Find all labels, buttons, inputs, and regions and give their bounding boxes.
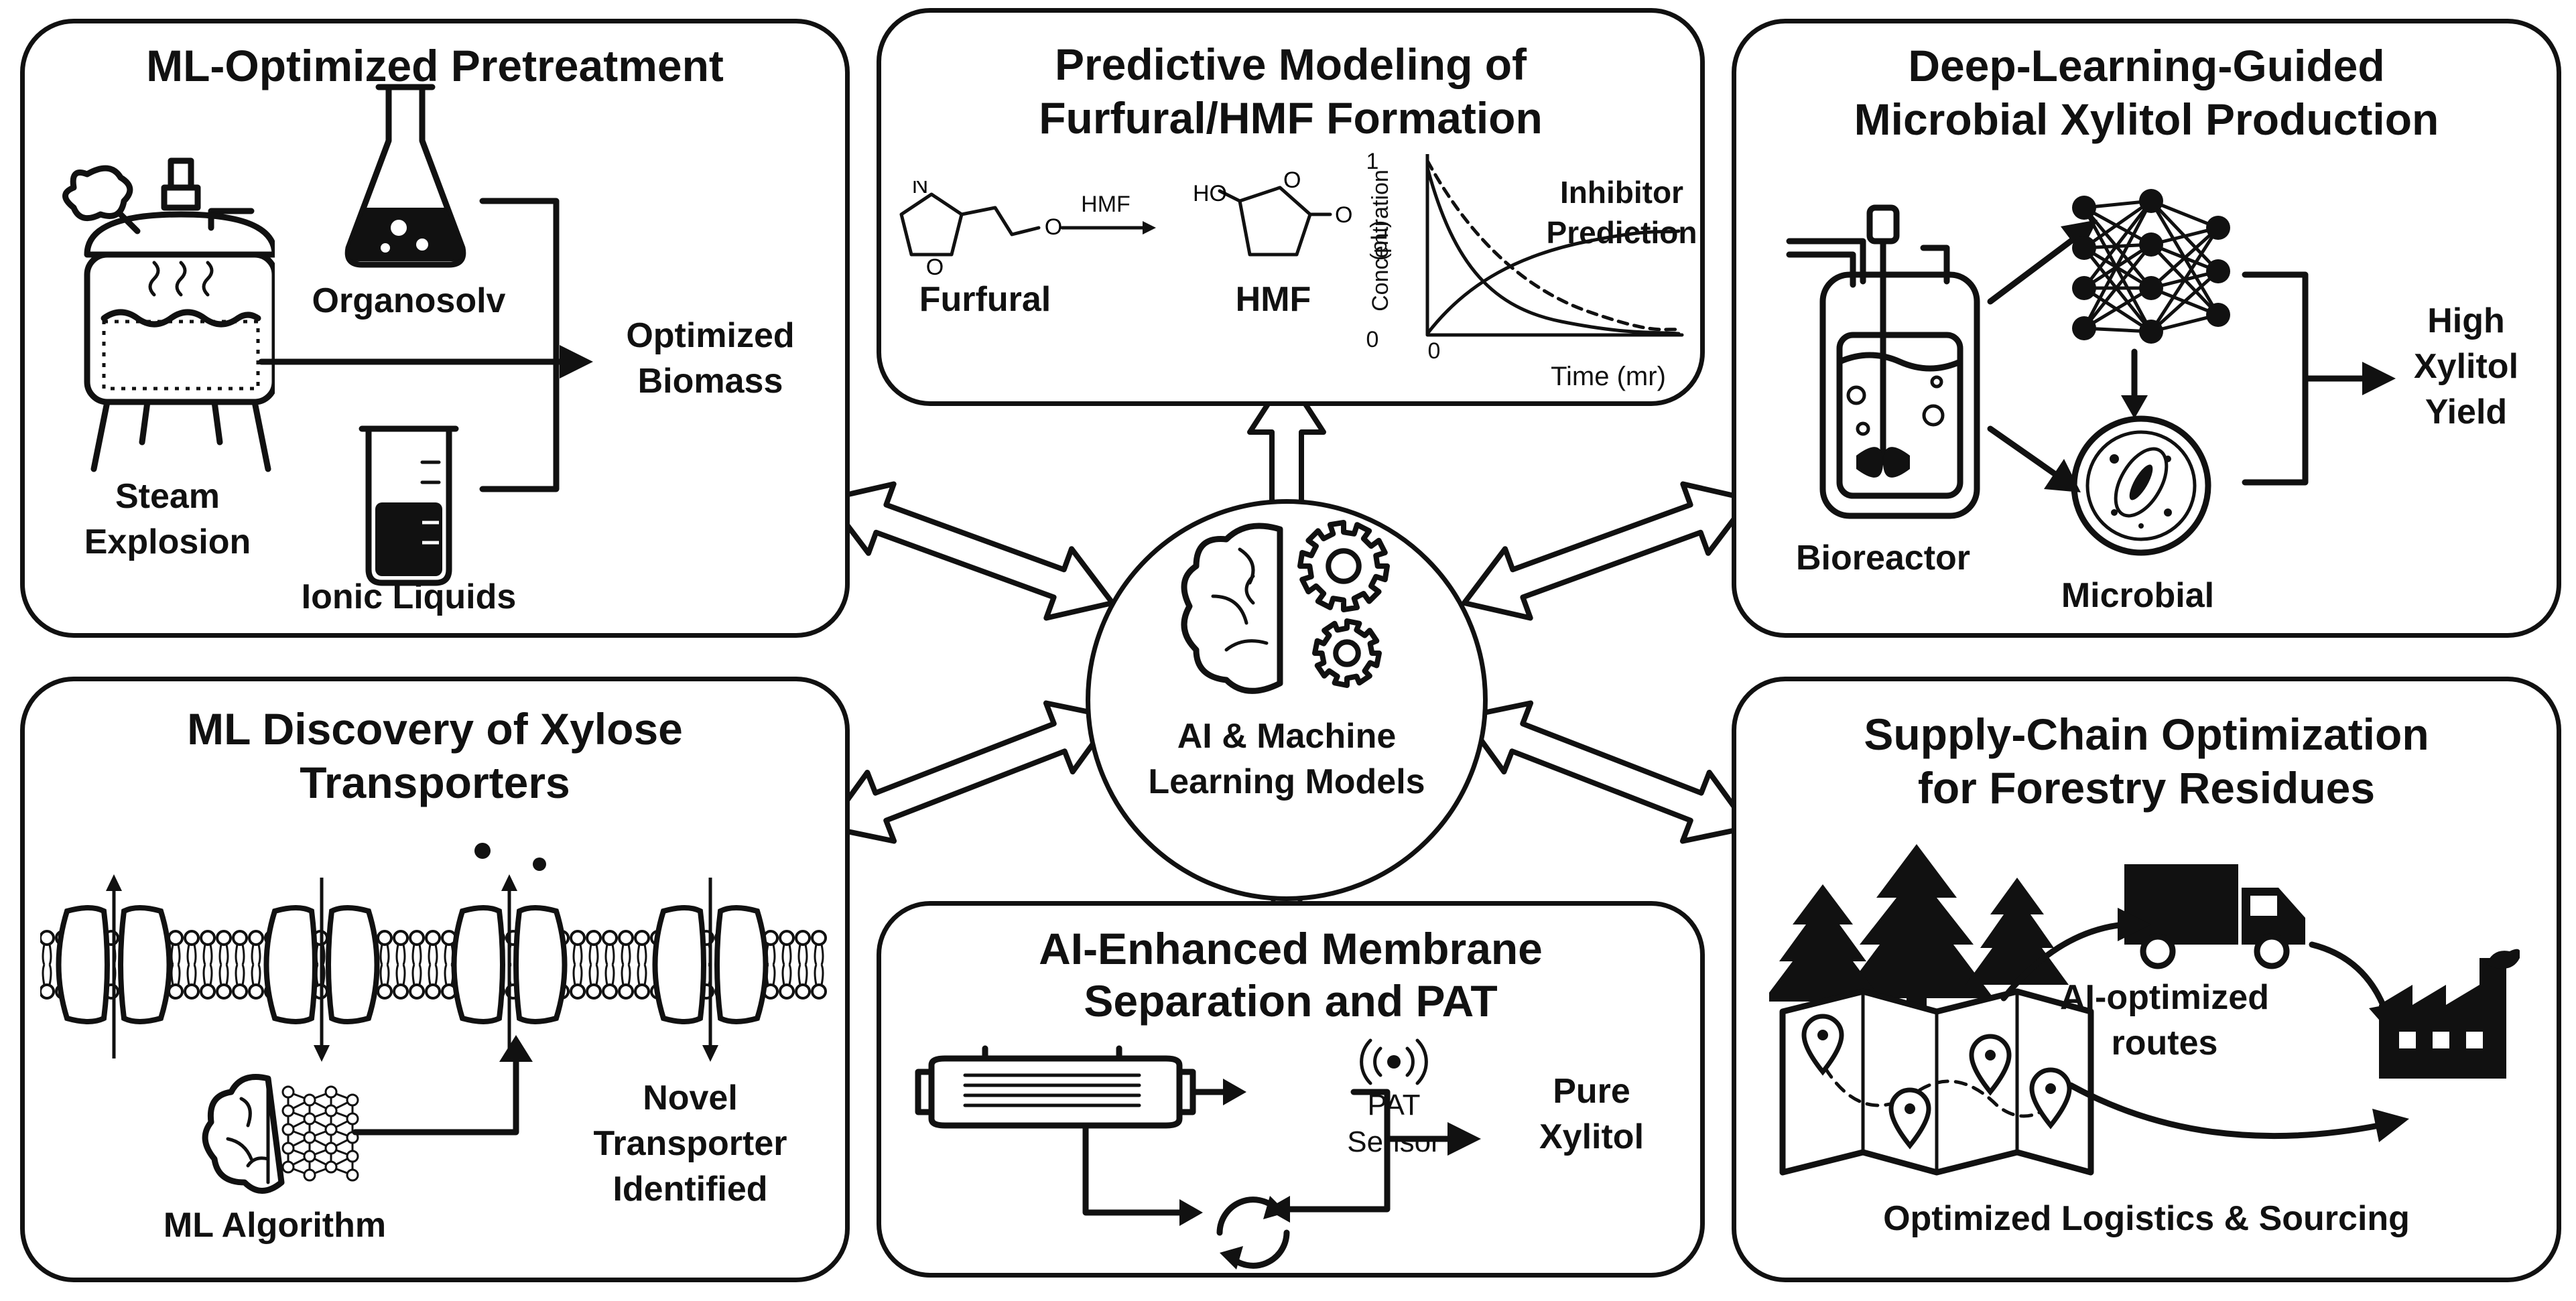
route-arrow-1 [2000,908,2151,1002]
xylitol-title-1: Deep-Learning-Guided [1908,41,2385,90]
arrow-network-down [2121,348,2148,419]
flask-icon [344,84,466,268]
steam-label-2: Explosion [84,523,251,561]
chart-y-top: 1 [1366,149,1379,174]
furfural-title-2: Furfural/HMF Formation [1039,93,1543,143]
reaction-arrow-label: HMF [1081,192,1131,217]
forest-map-icon [1769,844,2094,1176]
chart-y-bottom: 0 [1366,327,1379,352]
novel-label-3: Identified [613,1170,768,1209]
svg-text:O: O [1283,167,1301,193]
transporters-title-1: ML Discovery of Xylose [187,704,683,754]
optimized-biomass-2: Biomass [637,362,783,401]
pure-label-2: Xylitol [1539,1117,1645,1156]
beaker-icon [359,425,459,586]
ml-algorithm-label: ML Algorithm [163,1206,387,1245]
supply-footer: Optimized Logistics & Sourcing [1883,1199,2410,1238]
novel-label-2: Transporter [593,1124,787,1163]
arrow-to-network [1987,220,2098,305]
supply-title-1: Supply-Chain Optimization [1864,709,2429,759]
chart-xlabel: Time (mr) [1551,362,1666,391]
supply-panel [1732,677,2561,1282]
routes-label-1: AI-optimized [2060,978,2269,1017]
xylitol-merge-lines [2242,271,2396,486]
wireless-sensor-icon [1360,1038,1428,1085]
membrane-transporter-icon [40,843,827,1062]
xylitol-title-2: Microbial Xylitol Production [1854,94,2439,144]
truck-icon [2124,864,2305,969]
neural-network-icon [2072,189,2230,344]
arrow-hub-xylitol [1462,481,1752,621]
hub-label-1: AI & Machine [1177,717,1397,756]
pat-label-1: PAT [1367,1089,1421,1121]
membrane-panel [877,901,1705,1278]
factory-icon [2379,949,2520,1079]
arrow-hub-transporters [825,700,1115,844]
routes-label-2: routes [2111,1024,2218,1063]
chart-x-zero: 0 [1427,338,1441,364]
furfural-molecule-icon: N O O [899,181,1062,280]
membrane-title-2: Separation and PAT [1084,976,1498,1026]
brain-gears-icon [1181,520,1390,694]
high-label: High [2427,301,2505,340]
ai-hub-circle [1086,499,1488,901]
furfural-label: Furfural [919,280,1051,319]
svg-text:O: O [926,255,944,280]
hmf-label: HMF [1235,280,1311,319]
furfural-panel [877,8,1705,406]
inhibitor-label-2: Prediction [1546,215,1697,250]
hub-label-2: Learning Models [1148,762,1425,801]
yield-label: Yield [2425,393,2508,431]
svg-text:HO: HO [1193,181,1227,206]
membrane-filter-icon [915,1045,1481,1226]
bioreactor-label: Bioreactor [1795,539,1971,577]
novel-label-1: Novel [643,1079,738,1117]
organosolv-label: Organosolv [312,281,506,320]
inhibitor-label-1: Inhibitor [1560,175,1683,210]
svg-text:O: O [1045,214,1062,240]
algo-to-transporter-arrow [352,1035,533,1136]
reaction-arrow [1060,221,1156,234]
optimized-biomass-1: Optimized [626,316,795,355]
microbial-label: Microbial [2061,576,2215,615]
concentration-chart-icon [1425,154,1684,337]
furfural-title-1: Predictive Modeling of [1054,40,1527,89]
pure-label-1: Pure [1553,1072,1630,1111]
steam-label-1: Steam [115,477,220,516]
bioreactor-icon [1786,204,1980,519]
steam-reactor-icon [62,157,275,472]
chart-ylabel-2: (pL) [1366,220,1392,261]
supply-title-2: for Forestry Residues [1917,763,2376,813]
svg-text:N: N [912,181,929,198]
microbe-dish-icon [2071,415,2211,556]
route-arrow-3 [2067,1082,2409,1142]
svg-text:O: O [1335,202,1352,228]
transporters-title-2: Transporters [300,758,570,807]
membrane-title-1: AI-Enhanced Membrane [1039,924,1543,973]
ionic-label: Ionic Liquids [301,577,517,616]
arrow-hub-supply [1462,700,1752,844]
pretreatment-title: ML-Optimized Pretreatment [146,41,724,90]
pretreatment-flow-lines [258,198,593,492]
recycle-icon [1216,1196,1290,1270]
brain-network-icon [202,1074,359,1194]
pat-label-2: Sensor [1347,1125,1441,1158]
hmf-molecule-icon: HO O O [1193,167,1352,257]
arrow-hub-pretreatment [825,481,1115,621]
xylitol-label: Xylitol [2413,347,2519,386]
